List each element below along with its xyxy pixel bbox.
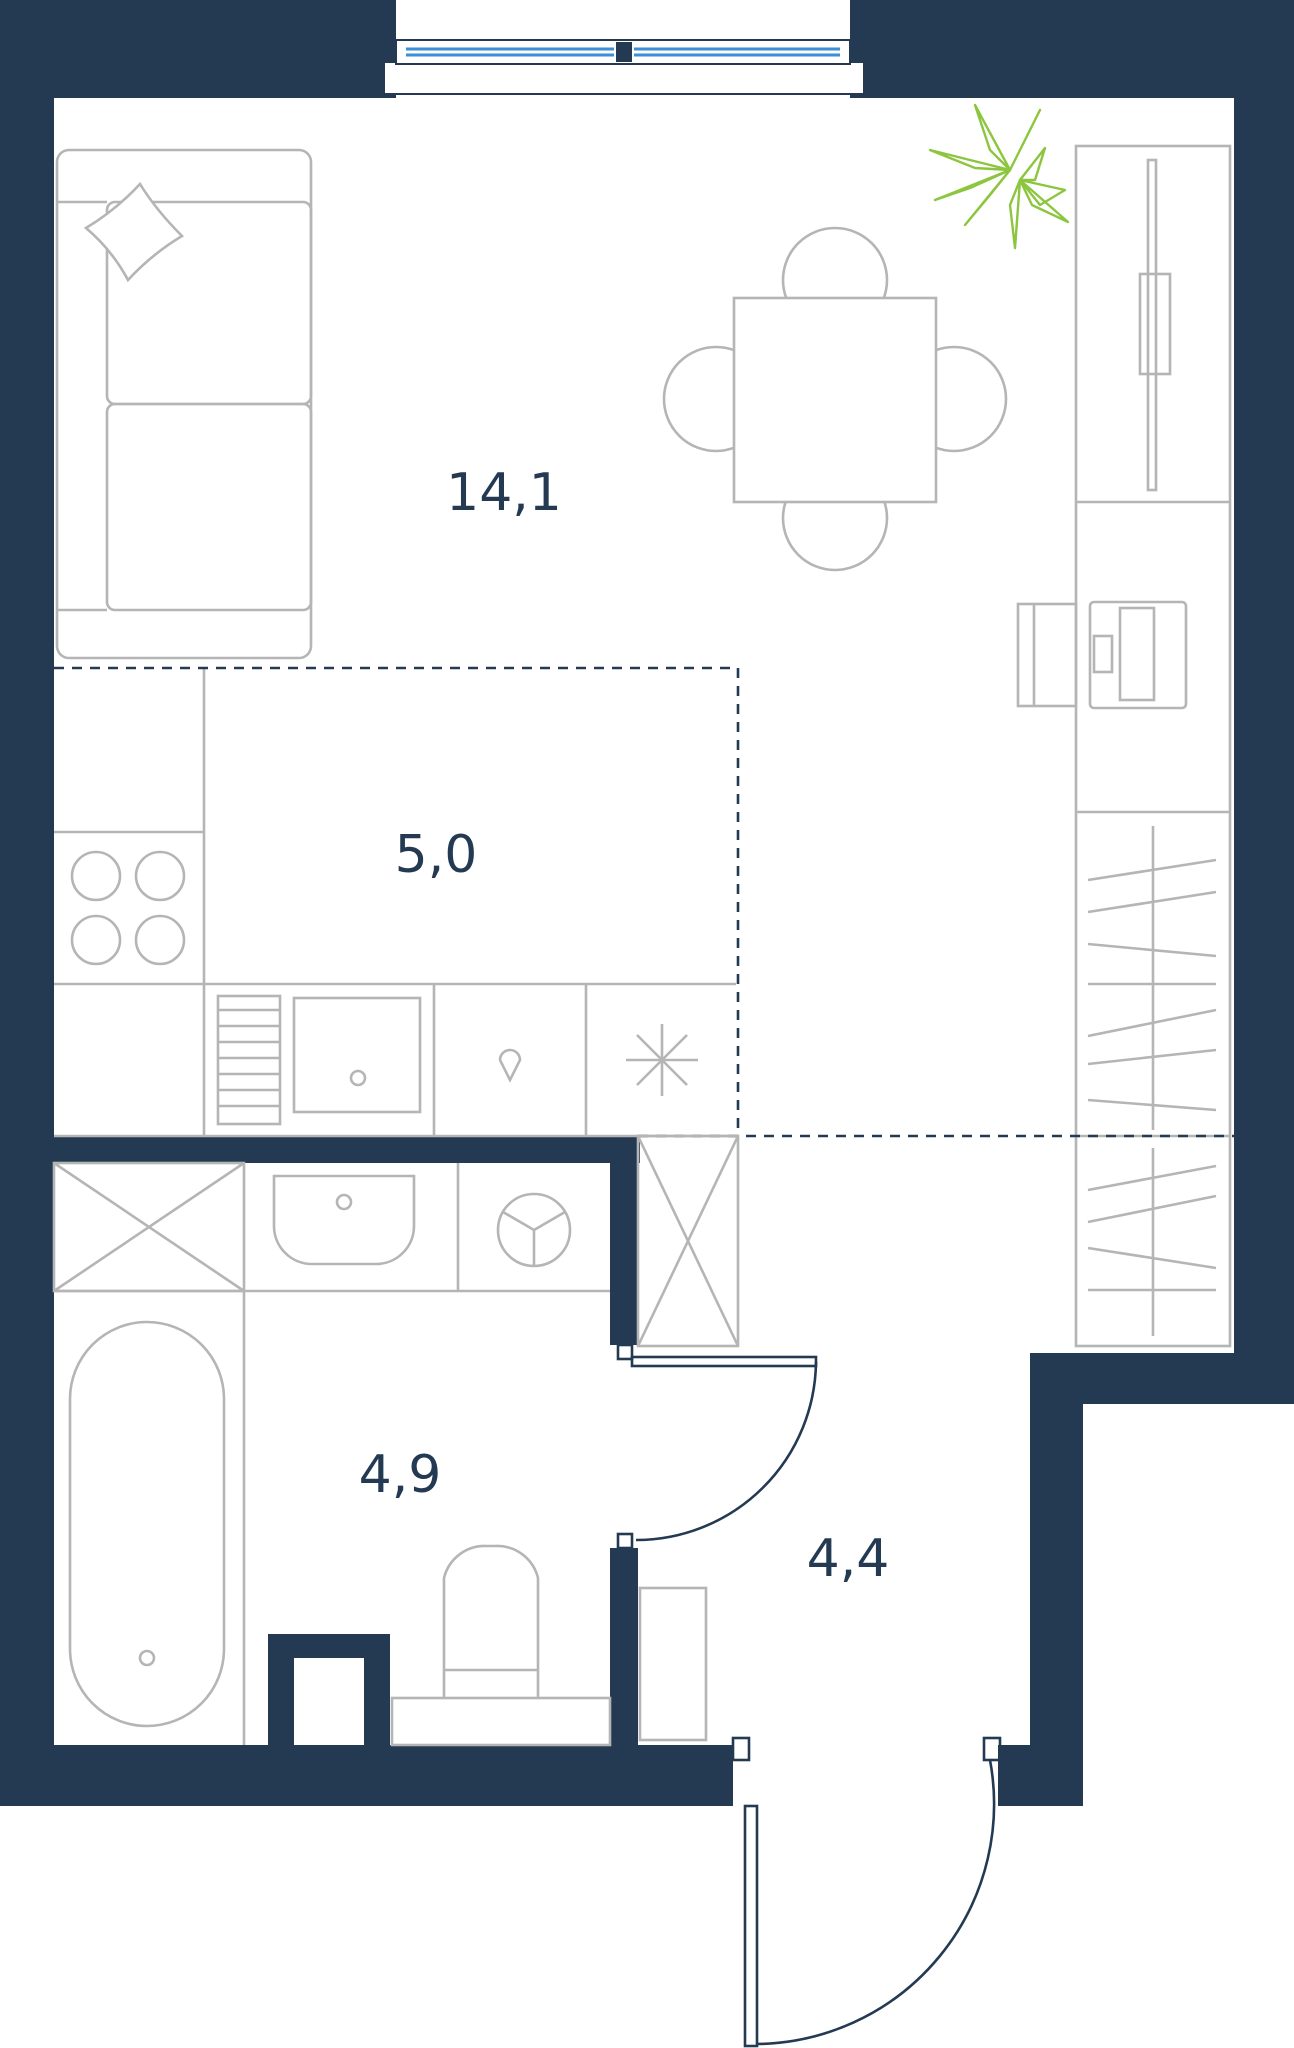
- plant-icon: [928, 103, 1070, 250]
- hanger-10: [1087, 1246, 1217, 1270]
- window-sill: [383, 61, 865, 95]
- bathroom-fixtures: [52, 1161, 612, 1747]
- bathroom-door-swing: [635, 1361, 818, 1542]
- laptop-icon: [1092, 634, 1114, 674]
- window-mullion: [616, 42, 632, 62]
- hanger-3: [1087, 942, 1217, 958]
- plant-leaf-8: [1008, 178, 1022, 250]
- bathroom-door-jamb-top: [616, 1343, 634, 1361]
- hanger-7: [1087, 1098, 1217, 1112]
- entrance-door-leaf: [743, 1804, 759, 2048]
- dish-rack: [216, 994, 282, 1126]
- bathroom-door-leaf: [630, 1355, 818, 1368]
- bathroom-door: [616, 1343, 818, 1550]
- stove-burner-2: [134, 850, 186, 902]
- tv-panel: [1146, 158, 1158, 492]
- bathroom-door-jamb-bottom: [616, 1532, 634, 1550]
- hallway-furniture: [636, 1134, 740, 1742]
- shoe-cabinet: [638, 1586, 708, 1742]
- tv-stand: [1138, 272, 1172, 376]
- boiler-line-2: [502, 1210, 535, 1232]
- walls: [0, 0, 1294, 1806]
- entrance-door-jamb-left: [731, 1736, 751, 1762]
- stove-burner-4: [134, 914, 186, 966]
- wardrobe-hangers: [1087, 826, 1217, 1336]
- wash-basin: [272, 1174, 416, 1266]
- kitchen-area-label: 5,0: [395, 825, 478, 885]
- desk-chair: [1016, 602, 1078, 708]
- plant-leaf-1: [973, 103, 1012, 172]
- wardrobe: [1074, 144, 1232, 1348]
- kitchen: [54, 668, 736, 1138]
- plant-leaf-3: [928, 148, 1012, 172]
- hanger-2: [1087, 890, 1217, 914]
- sofa-cushion-bottom: [105, 402, 313, 612]
- hanger-1: [1087, 858, 1217, 882]
- dining-table: [732, 296, 938, 504]
- entrance-door-swing: [756, 1759, 996, 2046]
- monitor-icon: [1118, 606, 1156, 702]
- toilet: [442, 1544, 540, 1698]
- hall-closet: [636, 1134, 740, 1348]
- plant-leaf-9: [1018, 178, 1070, 224]
- entrance-door: [731, 1736, 1002, 2048]
- bathtub: [68, 1320, 226, 1728]
- toilet-tank: [390, 1696, 612, 1747]
- bathroom-area-label: 4,9: [359, 1445, 442, 1505]
- hanger-5: [1087, 1008, 1217, 1038]
- plant-leaf-6: [1018, 178, 1067, 207]
- wall-top-left: [0, 0, 396, 98]
- hanger-8: [1087, 1164, 1217, 1192]
- entrance-door-jamb-right: [982, 1736, 1002, 1762]
- wall-right-outer: [1234, 0, 1294, 1404]
- dishwasher-drop-icon: [498, 1048, 522, 1083]
- dish-rack-lines: [218, 1008, 280, 1108]
- wall-left-outer: [0, 0, 54, 1806]
- window: [383, 39, 865, 95]
- plant-leaf-5: [963, 168, 1012, 227]
- sofa-back: [55, 148, 313, 660]
- bathtub-drain: [138, 1649, 156, 1667]
- storage-wall: [1016, 144, 1232, 1348]
- snowflake-line: [636, 1034, 688, 1086]
- sink-drain: [349, 1069, 367, 1087]
- pillow-icon: [83, 181, 185, 283]
- kitchen-sink: [292, 996, 422, 1114]
- boiler-line-3: [533, 1210, 566, 1232]
- hanger-6: [1087, 1048, 1217, 1066]
- plant-leaf-2: [1008, 108, 1042, 172]
- sofa: [55, 148, 313, 660]
- wall-bottom-right: [998, 1745, 1083, 1806]
- wall-hall-right: [1030, 1353, 1083, 1806]
- plant-leaf-4: [933, 168, 1012, 202]
- wall-bath-top: [40, 1135, 640, 1163]
- dining-set: [662, 226, 1008, 572]
- hanger-9: [1087, 1194, 1217, 1224]
- stove-burner-1: [70, 850, 122, 902]
- basin-drain: [335, 1193, 353, 1211]
- wall-top-right: [850, 0, 1294, 98]
- wall-bath-right-upper: [610, 1135, 638, 1345]
- kitchen-zone-boundary: [54, 666, 740, 1136]
- fridge-snowflake-icon: [626, 1024, 698, 1096]
- stove-burner-3: [70, 914, 122, 966]
- wall-bath-right-lower: [610, 1548, 638, 1758]
- wall-shaft: [268, 1634, 390, 1750]
- hallway-area-label: 4,4: [807, 1529, 890, 1589]
- desk: [1088, 600, 1188, 710]
- hall-closet-cross-2: [636, 1135, 740, 1347]
- plant-leaf-7: [1018, 146, 1047, 182]
- washer-cross-2: [53, 1161, 245, 1293]
- living-room-area-label: 14,1: [446, 463, 562, 523]
